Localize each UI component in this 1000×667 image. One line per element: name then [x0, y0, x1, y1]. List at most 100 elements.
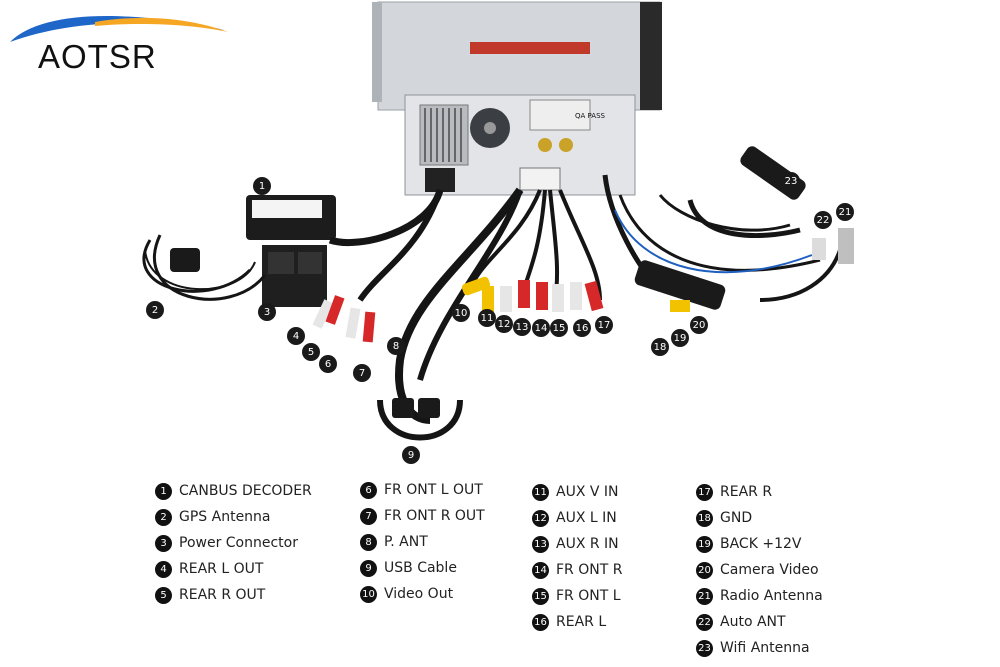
legend-label: AUX V IN	[556, 484, 619, 500]
legend-label: Radio Antenna	[720, 588, 823, 604]
legend-label: REAR R OUT	[179, 587, 265, 603]
callout-badge-18: 18	[651, 338, 669, 356]
auto-ant-plug	[812, 238, 826, 260]
callout-badge-9: 9	[402, 446, 420, 464]
callout-badge-8: 8	[387, 337, 405, 355]
callout-badge-19: 19	[671, 329, 689, 347]
callout-badge-2: 2	[146, 301, 164, 319]
rca-plugs-middle	[461, 276, 604, 312]
legend-label: AUX R IN	[556, 536, 619, 552]
legend-label: REAR R	[720, 484, 772, 500]
callout-badge-4: 4	[287, 327, 305, 345]
gps-antenna	[144, 235, 265, 299]
usb-cable	[380, 398, 460, 438]
legend-number-badge: 19	[696, 536, 713, 553]
legend-number-badge: 10	[360, 586, 377, 603]
head-unit: QA PASS	[372, 2, 662, 195]
legend-label: Video Out	[384, 586, 453, 602]
callout-badge-20: 20	[690, 316, 708, 334]
legend-item-15: 15 FR ONT L	[532, 585, 621, 607]
callout-badge-13: 13	[513, 318, 531, 336]
callout-badge-11: 11	[478, 309, 496, 327]
callout-badge-1: 1	[253, 177, 271, 195]
callout-badge-14: 14	[532, 319, 550, 337]
legend-label: GND	[720, 510, 752, 526]
warning-label	[470, 42, 590, 54]
legend-number-badge: 14	[532, 562, 549, 579]
callout-badge-7: 7	[353, 364, 371, 382]
legend-number-badge: 18	[696, 510, 713, 527]
legend-item-3: 3 Power Connector	[155, 532, 298, 554]
canbus-decoder	[246, 195, 336, 240]
legend-item-4: 4 REAR L OUT	[155, 558, 263, 580]
legend-number-badge: 6	[360, 482, 377, 499]
legend-label: P. ANT	[384, 534, 428, 550]
legend-number-badge: 2	[155, 509, 172, 526]
legend-number-badge: 9	[360, 560, 377, 577]
legend-item-21: 21 Radio Antenna	[696, 585, 823, 607]
callout-badge-16: 16	[573, 319, 591, 337]
legend-item-18: 18 GND	[696, 507, 752, 529]
callout-badge-10: 10	[452, 304, 470, 322]
radio-antenna-plug	[838, 228, 854, 264]
legend-item-8: 8 P. ANT	[360, 531, 428, 553]
legend-number-badge: 3	[155, 535, 172, 552]
legend-number-badge: 7	[360, 508, 377, 525]
legend-number-badge: 23	[696, 640, 713, 657]
legend-number-badge: 17	[696, 484, 713, 501]
legend-item-12: 12 AUX L IN	[532, 507, 617, 529]
callout-badge-12: 12	[495, 315, 513, 333]
legend-label: FR ONT R OUT	[384, 508, 485, 524]
legend-number-badge: 21	[696, 588, 713, 605]
legend-number-badge: 12	[532, 510, 549, 527]
power-connector	[262, 245, 327, 307]
callout-badge-22: 22	[814, 211, 832, 229]
hardware-illustration: QA PASS	[0, 0, 1000, 470]
qa-badge: QA PASS	[575, 112, 606, 120]
legend-item-11: 11 AUX V IN	[532, 481, 619, 503]
legend-item-9: 9 USB Cable	[360, 557, 457, 579]
callout-badge-17: 17	[595, 316, 613, 334]
legend-number-badge: 15	[532, 588, 549, 605]
legend-label: Camera Video	[720, 562, 819, 578]
legend-label: REAR L OUT	[179, 561, 263, 577]
legend-item-6: 6 FR ONT L OUT	[360, 479, 483, 501]
legend-label: CANBUS DECODER	[179, 483, 312, 499]
legend-label: AUX L IN	[556, 510, 617, 526]
legend-number-badge: 1	[155, 483, 172, 500]
legend-number-badge: 4	[155, 561, 172, 578]
legend-label: USB Cable	[384, 560, 457, 576]
callout-badge-5: 5	[302, 343, 320, 361]
legend-label: FR ONT L	[556, 588, 621, 604]
legend-item-10: 10 Video Out	[360, 583, 453, 605]
legend-number-badge: 22	[696, 614, 713, 631]
legend-item-7: 7 FR ONT R OUT	[360, 505, 485, 527]
callout-badge-23: 23	[782, 172, 800, 190]
legend-label: REAR L	[556, 614, 606, 630]
legend-item-13: 13 AUX R IN	[532, 533, 619, 555]
legend-label: Auto ANT	[720, 614, 786, 630]
legend-item-16: 16 REAR L	[532, 611, 606, 633]
legend-item-17: 17 REAR R	[696, 481, 772, 503]
callout-badge-6: 6	[319, 355, 337, 373]
legend-number-badge: 13	[532, 536, 549, 553]
legend-label: FR ONT R	[556, 562, 622, 578]
legend-item-14: 14 FR ONT R	[532, 559, 622, 581]
legend-number-badge: 11	[532, 484, 549, 501]
harness-cables	[330, 175, 840, 420]
legend-label: Power Connector	[179, 535, 298, 551]
callout-badge-21: 21	[836, 203, 854, 221]
legend-label: FR ONT L OUT	[384, 482, 483, 498]
callout-badge-3: 3	[258, 303, 276, 321]
legend-number-badge: 16	[532, 614, 549, 631]
legend-item-22: 22 Auto ANT	[696, 611, 786, 633]
legend-item-1: 1 CANBUS DECODER	[155, 480, 312, 502]
legend-number-badge: 8	[360, 534, 377, 551]
callout-badge-15: 15	[550, 319, 568, 337]
